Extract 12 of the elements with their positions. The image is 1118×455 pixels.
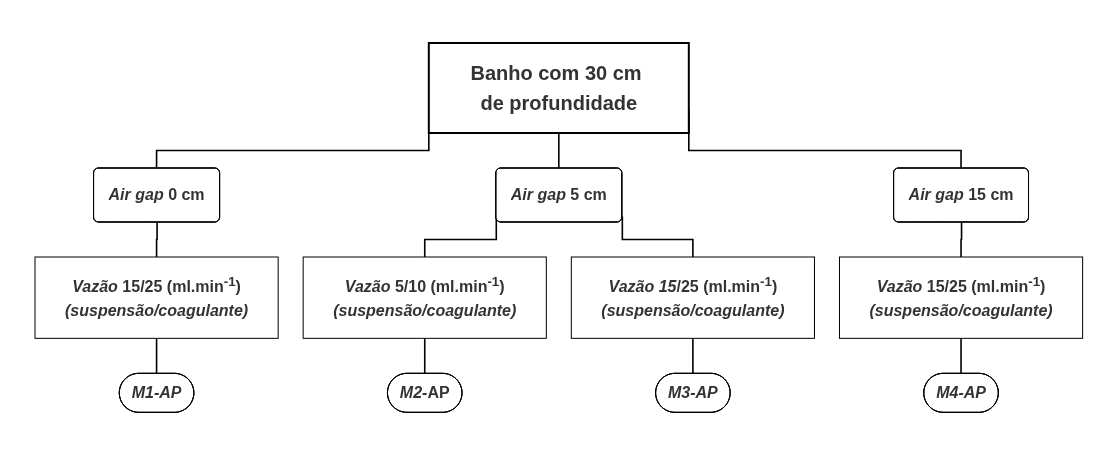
connector: [155, 337, 159, 375]
node-box: Vazão 15/25 (ml.min$^{-1}$) (suspensão/coagulante): [34, 256, 279, 339]
node-box: Banho com 30 cm de profundidade: [428, 41, 690, 134]
connector: [621, 215, 694, 258]
node-box: Vazão 15/25 (ml.min$^{-1}$) (suspensão/coagulante): [571, 256, 816, 339]
connector: [155, 221, 159, 258]
node-box: Vazão 5/10 (ml.min$^{-1}$) (suspensão/coagulante): [302, 256, 547, 339]
connector: [960, 221, 963, 258]
connector: [424, 337, 427, 375]
connector: [960, 337, 963, 375]
node-box: Vazão 15/25 (ml.min$^{-1}$) (suspensão/coagulante): [839, 256, 1084, 339]
connector: [692, 337, 695, 375]
